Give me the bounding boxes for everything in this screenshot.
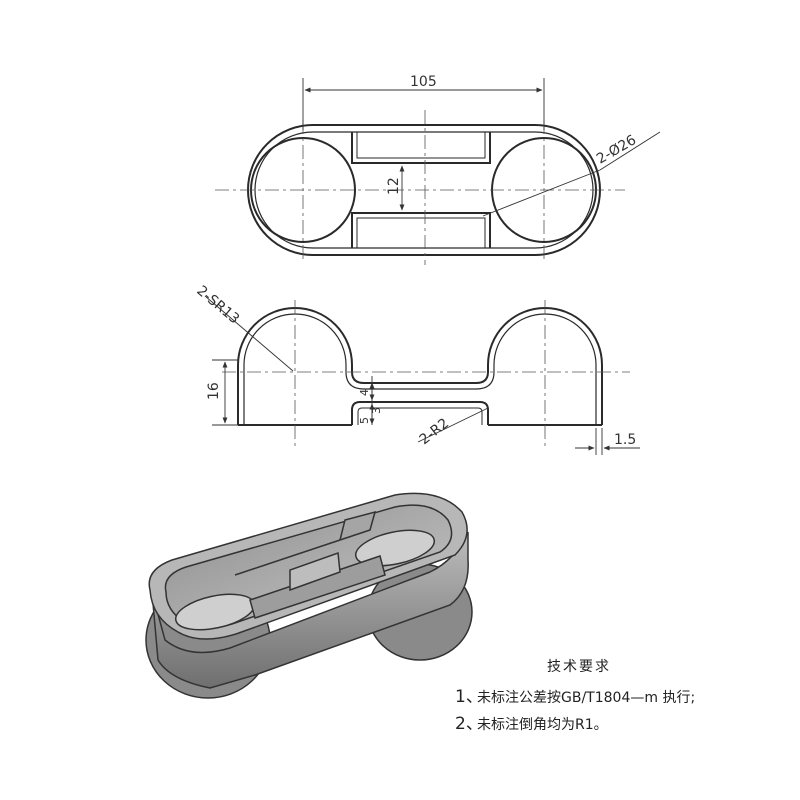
notes-title: 技术要求 (547, 659, 611, 675)
dim-height: 16 (206, 382, 222, 400)
note-number: 1、 (455, 687, 483, 707)
note-item: 1、未标注公差按GB/T1804—m 执行; (455, 684, 785, 711)
dim-5: 5 (358, 417, 371, 424)
dim-4: 4 (358, 389, 371, 396)
technical-requirements: 技术要求 1、未标注公差按GB/T1804—m 执行; 2、未标注倒角均为R1。 (455, 656, 785, 738)
dim-slot-width: 12 (386, 177, 402, 195)
dim-length: 105 (410, 74, 437, 90)
note-number: 2、 (455, 714, 483, 734)
isometric-view (145, 492, 473, 699)
note-text: 未标注公差按GB/T1804—m 执行; (477, 690, 696, 706)
left-dome (237, 307, 603, 425)
side-view (237, 307, 603, 426)
dim-thickness: 1.5 (614, 432, 636, 448)
dim-sphere-radius: 2-SR13 (193, 283, 242, 328)
note-item: 2、未标注倒角均为R1。 (455, 711, 785, 738)
dim-3: 3 (370, 407, 383, 414)
dim-fillet: 2-R2 (417, 415, 453, 448)
dim-holes: 2-Ø26 (594, 132, 639, 167)
center-rib (351, 401, 489, 425)
note-text: 未标注倒角均为R1。 (477, 717, 608, 733)
